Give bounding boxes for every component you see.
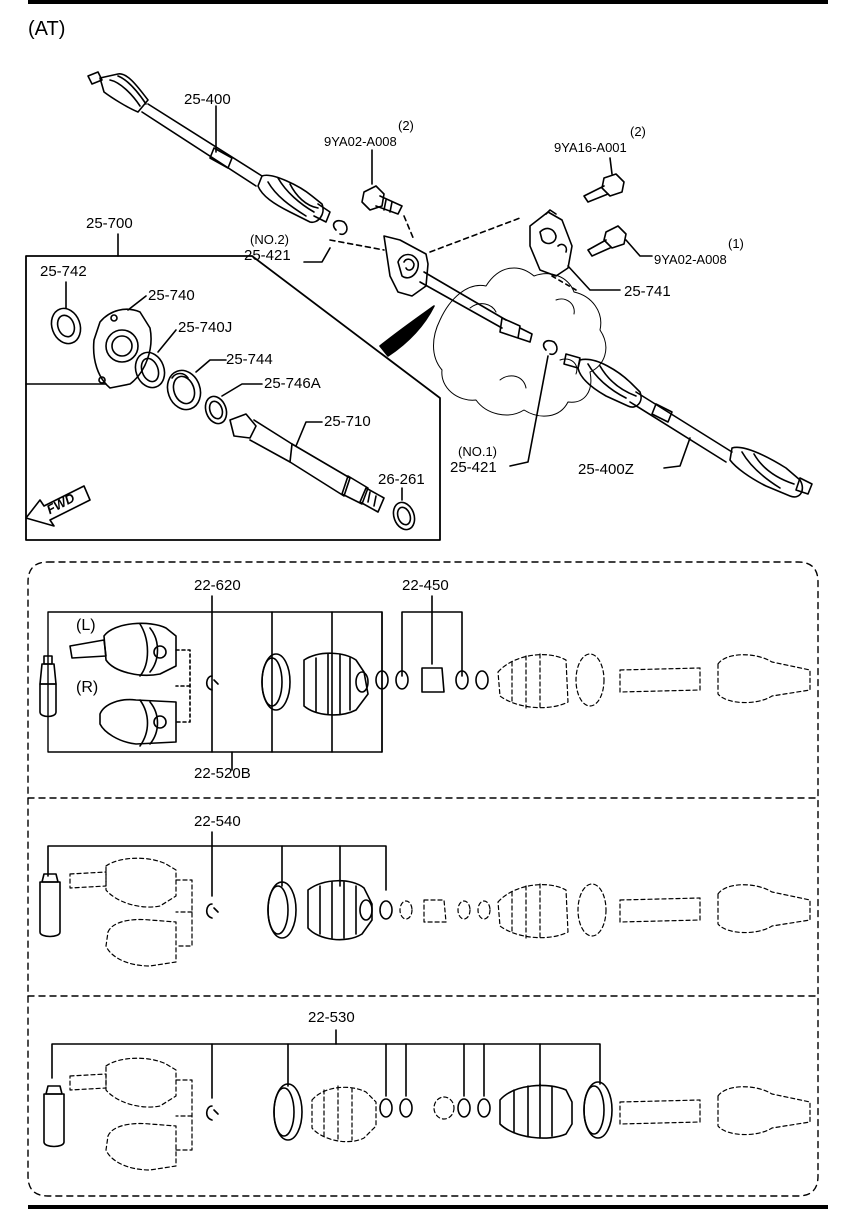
support-bearing-illustration [383,235,429,297]
label-clip-no2: (NO.2) [250,232,289,247]
leader-shaft-right [663,437,691,469]
variant-label: (AT) [28,18,66,40]
label-bolt-c-qty: (1) [728,236,744,251]
seal-25-742-illustration [50,307,82,345]
label-clip-no1: (NO.1) [458,444,497,459]
kit-panel-border [27,561,819,1197]
label-25-742: 25-742 [40,263,87,280]
label-clip-no2-part: 25-421 [244,247,291,264]
label-bolt-a: 9YA02-A008 [324,134,397,149]
joint-shaft-25-710-illustration [229,413,385,513]
oil-seal-26-261-illustration [392,501,416,531]
transaxle-outline [433,267,607,417]
bracket-illustration [529,209,573,277]
label-25-740: 25-740 [148,287,195,304]
bolt-b-illustration [583,173,625,203]
label-25-741: 25-741 [624,283,671,300]
label-25-740j: 25-740J [178,319,233,336]
drive-shaft-right-illustration [563,353,813,498]
label-22-530: 22-530 [308,1009,355,1026]
bolt-c-illustration [587,225,627,257]
leader-clip-no1 [509,355,549,467]
dash-a [403,215,415,241]
bolt-a-illustration [361,185,403,215]
bearing-25-740j-illustration [134,351,166,389]
label-bolt-a-qty: (2) [398,118,414,133]
label-25-400: 25-400 [184,91,231,108]
label-clip-no1-part: 25-421 [450,459,497,476]
label-22-450: 22-450 [402,577,449,594]
leader-bolt-c [625,239,653,257]
clip-no2-illustration [332,219,348,236]
label-left-joint: (L) [76,617,96,634]
label-right-joint: (R) [76,679,99,696]
bearing-25-744-illustration [166,369,202,411]
housing-25-740-illustration [92,308,152,389]
fwd-wedge [379,305,435,357]
clip-no1-illustration [542,339,558,356]
top-rule [28,0,828,4]
label-25-400z: 25-400Z [578,461,634,478]
leader-bracket [567,265,621,291]
kit-3-illustration [43,1029,811,1171]
label-bolt-c: 9YA02-A008 [654,252,727,267]
label-25-700: 25-700 [86,215,133,232]
fwd-arrow-icon [25,485,91,527]
bottom-rule [28,1205,828,1209]
drive-shaft-left-illustration [87,71,331,224]
label-22-520b: 22-520B [194,765,251,782]
label-26-261: 26-261 [378,471,425,488]
label-bolt-b: 9YA16-A001 [554,140,627,155]
label-bolt-b-qty: (2) [630,124,646,139]
kit-1-illustration [39,595,811,771]
leader-clip-no2 [303,247,331,263]
label-25-744: 25-744 [226,351,273,368]
label-22-540: 22-540 [194,813,241,830]
ring-25-746a-illustration [204,395,228,425]
label-25-710: 25-710 [324,413,371,430]
kit-2-illustration [39,831,811,967]
label-22-620: 22-620 [194,577,241,594]
assembly-box [25,255,441,541]
leader-bolt-b [609,157,613,175]
label-25-746a: 25-746A [264,375,321,392]
